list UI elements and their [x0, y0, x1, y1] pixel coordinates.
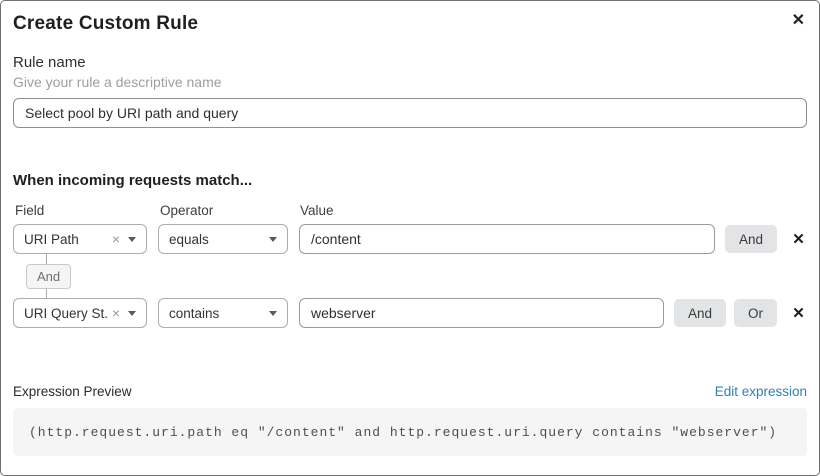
edit-expression-link[interactable]: Edit expression: [714, 384, 807, 399]
field-select[interactable]: URI Query St... ×: [13, 298, 147, 328]
rule-name-input[interactable]: [13, 98, 807, 128]
condition-row: URI Query St... × contains And Or ✕: [13, 298, 807, 328]
expression-preview-header: Expression Preview Edit expression: [13, 384, 807, 399]
remove-condition-icon[interactable]: ✕: [792, 231, 805, 248]
condition-row: URI Path × equals And ✕: [13, 224, 807, 254]
clear-field-icon[interactable]: ×: [111, 231, 120, 247]
operator-select-value: contains: [169, 305, 220, 321]
rule-name-label: Rule name: [13, 54, 86, 71]
and-button[interactable]: And: [724, 225, 777, 253]
close-icon[interactable]: ✕: [791, 12, 805, 29]
value-column-label: Value: [300, 203, 334, 218]
and-button[interactable]: And: [673, 299, 726, 327]
or-button[interactable]: Or: [734, 299, 777, 327]
operator-select-value: equals: [169, 231, 209, 247]
and-connector: And: [13, 254, 807, 298]
operator-column-label: Operator: [160, 203, 214, 218]
chevron-down-icon: [128, 236, 136, 242]
field-select-value: URI Query St...: [24, 305, 108, 321]
dialog-header: Create Custom Rule ✕: [13, 11, 807, 35]
value-input[interactable]: [299, 224, 715, 254]
condition-column-labels: Field Operator Value: [13, 203, 807, 218]
operator-select[interactable]: contains: [158, 298, 288, 328]
field-select[interactable]: URI Path ×: [13, 224, 147, 254]
page-title: Create Custom Rule: [13, 13, 199, 34]
and-connector-pill: And: [26, 263, 72, 289]
operator-select[interactable]: equals: [158, 224, 288, 254]
remove-condition-icon[interactable]: ✕: [792, 305, 805, 322]
clear-field-icon[interactable]: ×: [111, 305, 120, 321]
rule-name-hint: Give your rule a descriptive name: [13, 74, 222, 90]
match-section-heading: When incoming requests match...: [13, 172, 253, 189]
chevron-down-icon: [269, 236, 277, 242]
expression-preview-label: Expression Preview: [13, 384, 132, 399]
chevron-down-icon: [269, 310, 277, 316]
field-select-value: URI Path: [24, 231, 79, 247]
expression-text: (http.request.uri.path eq "/content" and…: [29, 424, 778, 440]
field-column-label: Field: [15, 203, 45, 218]
value-input[interactable]: [299, 298, 664, 328]
expression-preview-box: (http.request.uri.path eq "/content" and…: [13, 408, 807, 456]
chevron-down-icon: [128, 310, 136, 316]
